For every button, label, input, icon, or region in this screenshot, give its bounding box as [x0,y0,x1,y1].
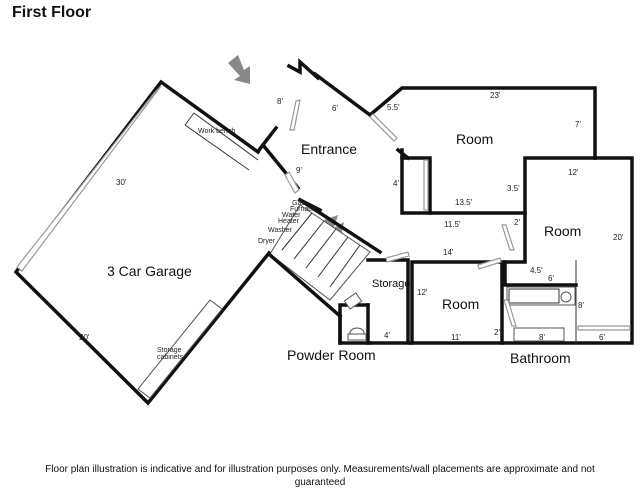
room-label-room-upper: Room [456,131,493,147]
dim-room-11: 11' [451,333,461,342]
dim-entry-8: 8' [277,97,283,106]
closet-doors [423,159,429,211]
bathroom [503,260,578,342]
room-label-powder-room: Powder Room [287,347,376,363]
label-gas: Gas [292,200,305,207]
label-heater: Heater [278,218,300,225]
label-washer: Washer [268,227,293,234]
dim-bath-6: 6' [599,333,605,342]
label-furnace: Furnace [290,206,316,213]
dim-entry-6: 6' [332,104,338,113]
label-water: Water [282,212,301,219]
garage-door [284,171,300,194]
room-label-bathroom: Bathroom [510,350,571,366]
disclaimer: Floor plan illustration is indicative an… [45,464,595,488]
dim-garage-20: 20' [79,333,90,342]
room-label-room-lower: Room [442,296,479,312]
dim-room-6a: 6' [548,274,554,283]
label-work-bench: Work bench [198,128,235,135]
bathtub [506,286,576,306]
page-title: First Floor [12,4,92,21]
dim-room-3-5: 3.5' [507,184,520,193]
dim-room-23: 23' [490,91,501,100]
dim-room-7: 7' [575,120,581,129]
room-label-entrance: Entrance [301,141,357,157]
dim-room-4: 4' [393,179,399,188]
right-room-window [577,325,631,331]
dim-garage-30: 30' [116,178,127,187]
dim-room-12b: 12' [417,288,428,297]
room-right [408,156,634,345]
dim-hall-2: 2' [514,218,520,227]
stairs [267,197,383,319]
room-label-room-right: Room [544,223,581,239]
sink-icon [343,292,363,310]
storage-door [385,251,410,263]
room-label-storage: Storage [372,278,411,290]
dim-room-4-5: 4.5' [530,266,543,275]
dim-room-12: 12' [568,168,579,177]
floor-plan: 3 Car Garage Entrance Room Room Room Sto… [13,55,634,406]
vanity [513,327,565,342]
label-dryer: Dryer [258,238,276,245]
upper-door [369,113,398,142]
bathroom-door [503,299,517,327]
dim-bath-8b: 8' [539,333,545,342]
dim-hall-11-5: 11.5' [444,220,461,229]
room-upper [400,148,597,215]
garage-door-window [16,85,162,272]
dim-room-5-5: 5.5' [387,103,400,112]
toilet-icon [347,327,367,341]
dim-room-13-5: 13.5' [455,198,473,207]
dim-bath-8a: 8' [578,301,584,310]
dim-bath-2: 2' [494,328,500,337]
entry-arrow-icon [228,55,250,84]
bath-sink [560,291,572,303]
dim-entry-9: 9' [296,166,302,175]
dim-room-20: 20' [613,233,624,242]
room-lower-door [477,257,502,270]
garage [13,79,272,406]
room-lower [338,251,504,345]
dim-room-14: 14' [443,248,454,257]
storage-cabinets [137,299,223,399]
dim-powder-4: 4' [384,331,390,340]
label-storage-cabinets-1: Storage [157,347,182,354]
room-label-garage: 3 Car Garage [107,263,192,279]
hall-door [501,224,515,251]
label-storage-cabinets-2: cabinets [157,354,184,361]
entry-door [289,99,301,131]
